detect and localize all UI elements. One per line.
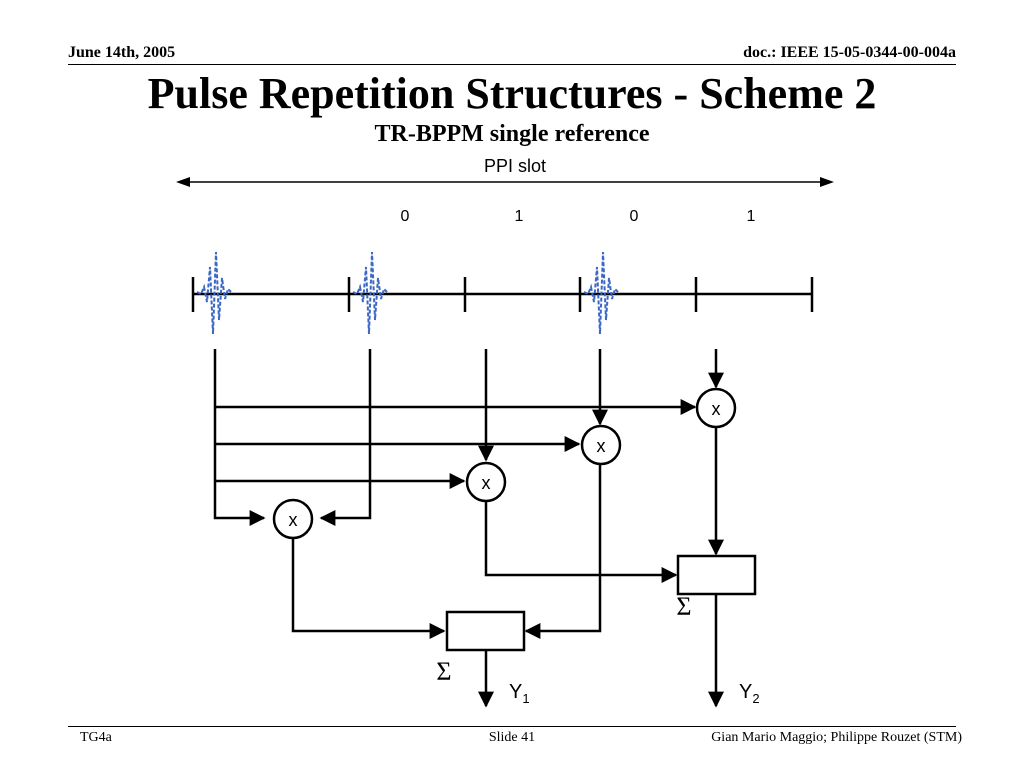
multiplier-node: x bbox=[465, 461, 507, 503]
multiplier-node: x bbox=[695, 387, 737, 429]
time-axis bbox=[191, 277, 814, 312]
output-label-y1: Y1 bbox=[509, 681, 530, 706]
bit-label: 1 bbox=[515, 208, 524, 225]
multiplier-node: x bbox=[580, 424, 622, 466]
header-date: June 14th, 2005 bbox=[68, 44, 176, 61]
bit-label: 0 bbox=[401, 208, 410, 225]
multiplier-symbol: x bbox=[597, 436, 606, 456]
summer-block bbox=[445, 610, 526, 652]
slide-title: Pulse Repetition Structures - Scheme 2 bbox=[147, 69, 877, 118]
bit-label: 0 bbox=[630, 208, 639, 225]
sum-symbol: Σ bbox=[676, 592, 691, 621]
ppi-slot-span bbox=[176, 177, 834, 187]
pulse-waveform bbox=[196, 251, 232, 335]
header-doc-id: doc.: IEEE 15-05-0344-00-004a bbox=[743, 44, 956, 61]
footer-group: TG4a bbox=[80, 730, 112, 745]
footer-authors: Gian Mario Maggio; Philippe Rouzet (STM) bbox=[711, 730, 962, 745]
summer-block bbox=[676, 554, 757, 596]
bit-label: 1 bbox=[747, 208, 756, 225]
multiplier-symbol: x bbox=[482, 473, 491, 493]
multiplier-symbol: x bbox=[289, 510, 298, 530]
pulse-waveform bbox=[352, 251, 388, 335]
multiplier-node: x bbox=[272, 498, 314, 540]
ppi-slot-label: PPI slot bbox=[484, 156, 546, 176]
sum-symbol: Σ bbox=[436, 657, 451, 686]
header-divider bbox=[68, 64, 956, 65]
footer-slide-number: Slide 41 bbox=[488, 730, 536, 745]
slide-subtitle: TR-BPPM single reference bbox=[374, 121, 650, 147]
output-label-y2: Y2 bbox=[739, 681, 760, 706]
multiplier-symbol: x bbox=[712, 399, 721, 419]
pulse-waveform bbox=[583, 251, 619, 335]
signal-lines bbox=[213, 349, 724, 708]
footer-divider bbox=[68, 726, 956, 727]
